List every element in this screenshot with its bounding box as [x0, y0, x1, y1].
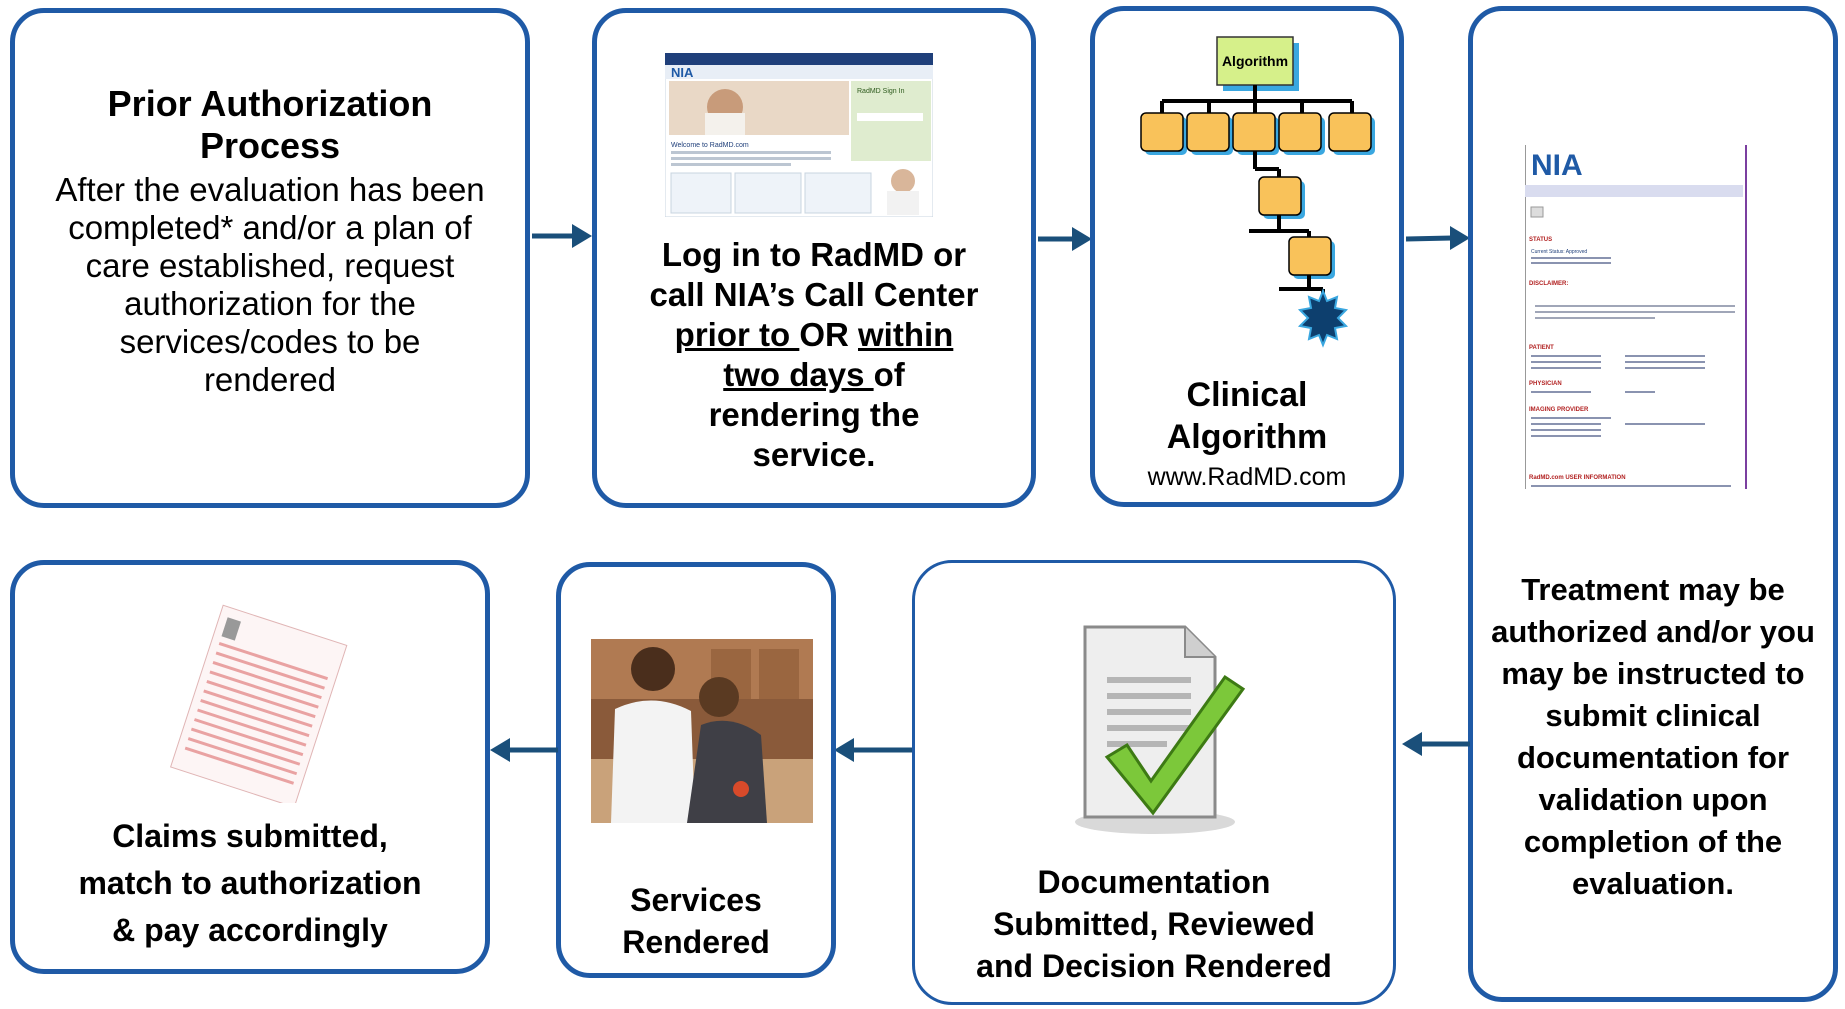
screenshot-signin: RadMD Sign In [857, 88, 905, 95]
algorithm-tree-diagram: Algorithm [1140, 36, 1375, 348]
screenshot-heading: Welcome to RadMD.com [671, 142, 749, 149]
arrow-right-1 [532, 224, 592, 248]
login-line-6: service. [752, 436, 876, 473]
prior-authorization-body: After the evaluation has been completed*… [55, 171, 485, 398]
documentation-line-3: and Decision Rendered [976, 948, 1332, 984]
login-line-3: prior to OR within [597, 315, 1031, 355]
prior-authorization-title: Prior Authorization Process [107, 83, 433, 166]
claims-submitted-box: Claims submitted, match to authorization… [10, 560, 490, 974]
documentation-review-box: Documentation Submitted, Reviewed and De… [912, 560, 1396, 1005]
or-text: OR [799, 316, 858, 353]
arrow-right-3 [1406, 226, 1470, 250]
services-rendered-photo [591, 639, 813, 823]
doc-status: STATUS [1529, 237, 1552, 243]
radmd-login-text: Log in to RadMD or call NIA’s Call Cente… [597, 235, 1031, 475]
claims-line-3: & pay accordingly [112, 912, 388, 948]
screenshot-logo: NIA [671, 65, 694, 80]
arrow-left-5 [834, 738, 912, 762]
documentation-line-1: Documentation [1037, 864, 1271, 900]
radmd-login-box: NIA RadMD Sign In Welcome to RadMD.com L… [592, 8, 1036, 508]
radmd-url: www.RadMD.com [1147, 463, 1347, 491]
approved-document-icon [1075, 625, 1246, 834]
arrow-left-4 [1402, 732, 1470, 756]
starburst-icon [1297, 288, 1349, 348]
within-text: within [858, 316, 954, 353]
doc-imaging: IMAGING PROVIDER [1529, 407, 1589, 413]
doc-current-status: Current Status: Approved [1531, 249, 1587, 255]
login-line-1: Log in to RadMD or [661, 236, 967, 273]
arrow-right-2 [1038, 227, 1092, 251]
treatment-authorization-box: NIA STATUS Current Status: Approved DISC… [1468, 6, 1838, 1002]
claims-line-2: match to authorization [78, 865, 422, 901]
claim-form-image [169, 604, 348, 803]
treatment-authorization-text: Treatment may be authorized and/or you m… [1491, 572, 1815, 901]
prior-to-text: prior to [674, 316, 800, 353]
of-text: of [873, 356, 905, 393]
services-line-2: Rendered [622, 924, 770, 960]
algorithm-node-row [1140, 112, 1375, 155]
arrow-left-6 [490, 738, 558, 762]
services-rendered-box: Services Rendered [556, 562, 836, 978]
documentation-review-text: Documentation Submitted, Reviewed and De… [915, 861, 1393, 987]
two-days-text: two days [723, 356, 874, 393]
login-line-4: two days of [597, 355, 1031, 395]
radmd-website-screenshot: NIA RadMD Sign In Welcome to RadMD.com [665, 53, 933, 217]
authorization-document-screenshot: NIA STATUS Current Status: Approved DISC… [1525, 145, 1747, 489]
checkmark-icon [1104, 674, 1246, 816]
claims-line-1: Claims submitted, [112, 818, 388, 854]
doc-disclaimer: DISCLAIMER: [1529, 281, 1568, 287]
algorithm-label: Algorithm [1222, 53, 1288, 69]
doc-physician: PHYSICIAN [1529, 381, 1562, 387]
login-line-2: call NIA’s Call Center [649, 276, 979, 313]
services-rendered-text: Services Rendered [561, 879, 831, 963]
doc-patient: PATIENT [1529, 345, 1554, 351]
login-line-5: rendering the [708, 396, 920, 433]
services-line-1: Services [630, 882, 762, 918]
doc-user-info: RadMD.com USER INFORMATION [1529, 475, 1626, 481]
doc-logo: NIA [1531, 149, 1583, 182]
clinical-algorithm-box: Algorithm [1090, 6, 1404, 507]
documentation-line-2: Submitted, Reviewed [993, 906, 1315, 942]
prior-authorization-box: Prior Authorization Process After the ev… [10, 8, 530, 508]
clinical-algorithm-title: Clinical Algorithm [1166, 376, 1328, 456]
claims-submitted-text: Claims submitted, match to authorization… [15, 813, 485, 954]
